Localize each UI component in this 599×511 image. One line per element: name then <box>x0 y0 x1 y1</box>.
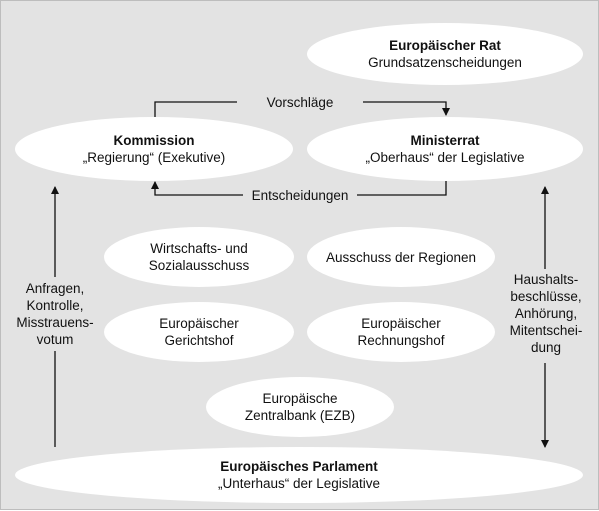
label-line: Anfragen, <box>25 281 85 296</box>
node-line1: Europäischer <box>159 316 239 331</box>
node-title: Europäischer Rat <box>389 38 501 53</box>
node-line2: Rechnungshof <box>357 333 445 348</box>
label-line: dung <box>530 340 562 355</box>
node-wirtschafts-sozialausschuss: Wirtschafts- und Sozialausschuss <box>104 227 294 287</box>
label-line: Anhörung, <box>514 306 578 321</box>
node-line2: Gerichtshof <box>164 333 234 348</box>
node-gerichtshof: Europäischer Gerichtshof <box>104 302 294 362</box>
node-line1: Wirtschafts- und <box>150 241 248 256</box>
node-line1: Europäischer <box>361 316 441 331</box>
node-rechnungshof: Europäischer Rechnungshof <box>307 302 495 362</box>
label-entscheidungen: Entscheidungen <box>243 187 357 204</box>
entscheidungen-arrow <box>357 180 447 196</box>
node-line1: Ausschuss der Regionen <box>325 249 477 265</box>
label-line: Misstrauens- <box>16 315 94 330</box>
node-ministerrat: Ministerrat „Oberhaus“ der Legislative <box>307 117 583 181</box>
node-subtitle: „Unterhaus“ der Legislative <box>217 476 381 491</box>
label-line: Kontrolle, <box>26 298 84 313</box>
label-vorschlaege: Vorschläge <box>237 94 363 111</box>
node-title: Europäisches Parlament <box>220 459 378 474</box>
label-line: votum <box>36 332 74 347</box>
entscheidungen-arrow-end <box>151 181 243 196</box>
node-title: Ministerrat <box>410 133 480 148</box>
node-subtitle: „Regierung“ (Exekutive) <box>82 150 226 165</box>
label-line: beschlüsse, <box>510 289 582 304</box>
node-kommission: Kommission „Regierung“ (Exekutive) <box>15 117 293 181</box>
vorschlaege-arrow-end <box>363 101 450 116</box>
label-line: Mitentschei- <box>509 323 583 338</box>
node-line1: Europäische <box>262 391 338 406</box>
node-ausschuss-regionen: Ausschuss der Regionen <box>307 227 495 287</box>
node-line2: Sozialausschuss <box>148 258 250 273</box>
node-subtitle: Grundsatzenscheidungen <box>368 55 522 70</box>
node-title: Kommission <box>113 133 195 148</box>
node-europaeisches-parlament: Europäisches Parlament „Unterhaus“ der L… <box>15 447 583 503</box>
node-europaeischer-rat: Europäischer Rat Grundsatzenscheidungen <box>307 23 583 85</box>
vorschlaege-arrow <box>154 101 237 117</box>
label-right-relation: Haushalts- beschlüsse, Anhörung, Mitents… <box>499 271 593 356</box>
node-ezb: Europäische Zentralbank (EZB) <box>206 377 394 437</box>
node-line2: Zentralbank (EZB) <box>244 408 356 423</box>
label-line: Haushalts- <box>513 272 579 287</box>
label-left-relation: Anfragen, Kontrolle, Misstrauens- votum <box>7 280 103 348</box>
node-subtitle: „Oberhaus“ der Legislative <box>365 150 525 165</box>
